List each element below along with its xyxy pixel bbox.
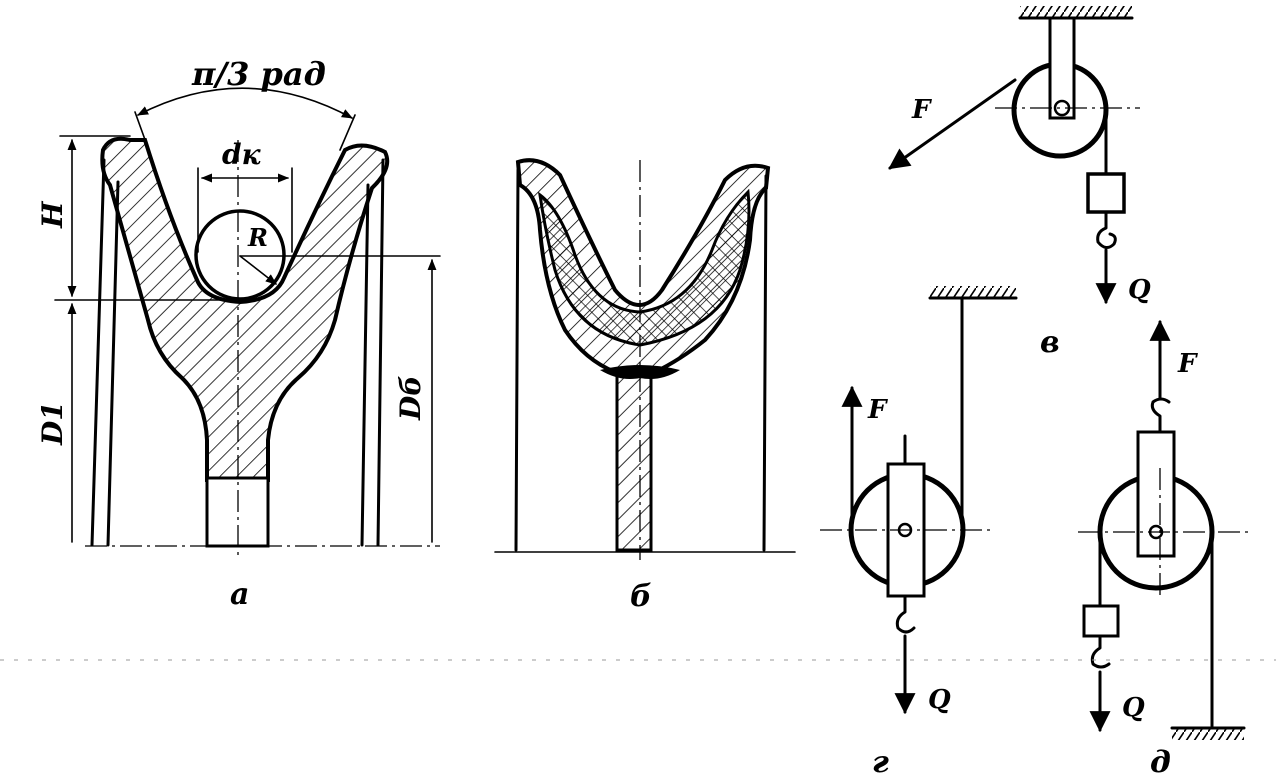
angle-label: π/3 рад (191, 55, 326, 93)
d1-label: D1 (36, 401, 69, 446)
rope-circle (194, 209, 286, 301)
figure-g-movable-pulley: F Q г (820, 286, 1018, 780)
load-d (1082, 604, 1120, 638)
figure-g-caption: г (872, 745, 889, 780)
figure-v-caption: в (1040, 325, 1060, 360)
force-g: F (867, 395, 888, 425)
rim-body (100, 136, 390, 482)
lining (538, 188, 751, 347)
force-d: F (1177, 349, 1198, 379)
db-label: Dб (394, 375, 427, 421)
frame-d (1136, 430, 1176, 558)
ceiling-g (930, 286, 1016, 298)
figure-b-lined-rim: б (494, 158, 796, 614)
figure-b-caption: б (630, 579, 652, 614)
figure-v-fixed-pulley: F Q в (888, 6, 1151, 360)
force-v: F (911, 95, 932, 125)
r-label: R (247, 223, 268, 252)
figure-a-rim-section: π/3 рад dк R H D1 Dб а (36, 55, 441, 612)
figure-d-movable-pulley: F Q д (1078, 319, 1250, 780)
load-label-v: Q (1128, 275, 1151, 305)
load-label-g: Q (928, 685, 951, 715)
load-label-d: Q (1122, 693, 1145, 723)
ceiling-v (1020, 6, 1132, 18)
ground-d (1172, 728, 1244, 740)
figure-d-caption: д (1150, 745, 1171, 780)
web (615, 370, 653, 552)
figure-a-caption: а (230, 577, 249, 612)
h-label: H (36, 200, 69, 229)
dk-label: dк (222, 138, 262, 171)
load-v (1086, 172, 1126, 214)
